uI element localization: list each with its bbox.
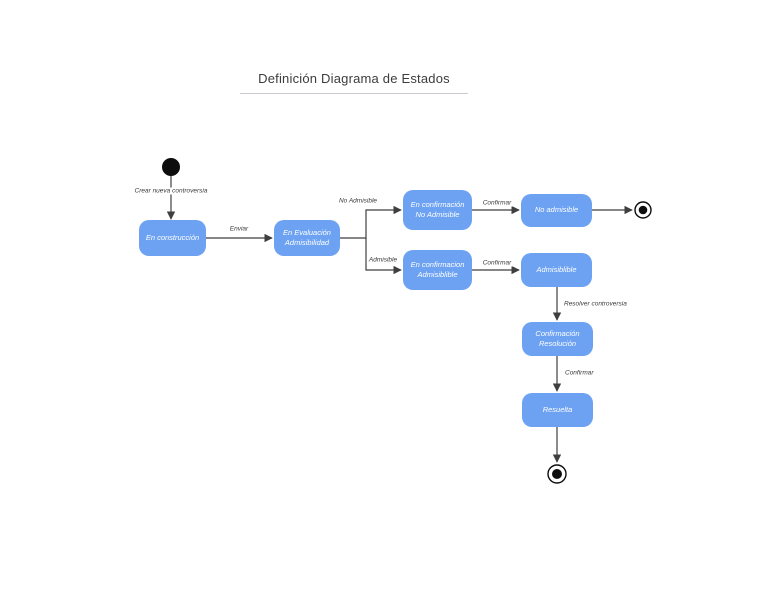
final-state-node-resuelta — [547, 464, 567, 484]
transition-label-confirmar-1: Confirmar — [480, 199, 514, 207]
state-label-line2: Admisibilidad — [284, 238, 330, 247]
final-state-node-no-admisible — [634, 201, 652, 219]
state-en-confirmacion-no-admisible: En confirmación No Admisible — [403, 190, 472, 230]
transition-label-confirmar-3: Confirmar — [563, 369, 596, 377]
transition-label-enviar: Enviar — [227, 225, 251, 233]
state-label-line2: Admisiblible — [417, 270, 458, 279]
state-label-line1: En confirmación — [410, 199, 465, 209]
state-label-line1: En confirmacion — [410, 259, 465, 269]
state-label: En construcción — [145, 232, 200, 242]
edge-admisible-branch — [365, 238, 402, 275]
state-label-line1: Confirmación — [535, 328, 580, 338]
state-label-line2: Resolución — [538, 339, 577, 348]
title-underline — [240, 93, 468, 94]
transition-label-crear-nueva-controversia: Crear nueva controversia — [132, 187, 210, 195]
state-label-line2: No Admisible — [415, 210, 460, 219]
state-label: No admisible — [534, 205, 579, 215]
state-label: Resuelta — [542, 404, 573, 414]
state-label-line1: En Evaluación — [283, 227, 331, 237]
transition-label-resolver-controversia: Resolver controversia — [562, 300, 629, 308]
state-en-confirmacion-admisible: En confirmacion Admisiblible — [403, 250, 472, 290]
state-admisible: Admisiblible — [521, 253, 592, 287]
transition-label-admisible: Admisible — [366, 256, 400, 264]
state-en-construccion: En construcción — [139, 220, 206, 256]
transition-label-confirmar-2: Confirmar — [480, 259, 514, 267]
state-resuelta: Resuelta — [522, 393, 593, 427]
diagram-title: Definición Diagrama de Estados — [258, 71, 450, 86]
state-en-evaluacion-admisibilidad: En Evaluación Admisibilidad — [274, 220, 340, 256]
state-label: Admisiblible — [536, 264, 577, 274]
state-confirmacion-resolucion: Confirmación Resolución — [522, 322, 593, 356]
state-no-admisible: No admisible — [521, 194, 592, 227]
transition-label-no-admisible: No Admisible — [336, 197, 380, 205]
edge-no-admisible-branch — [340, 205, 402, 239]
initial-state-node — [162, 158, 180, 176]
